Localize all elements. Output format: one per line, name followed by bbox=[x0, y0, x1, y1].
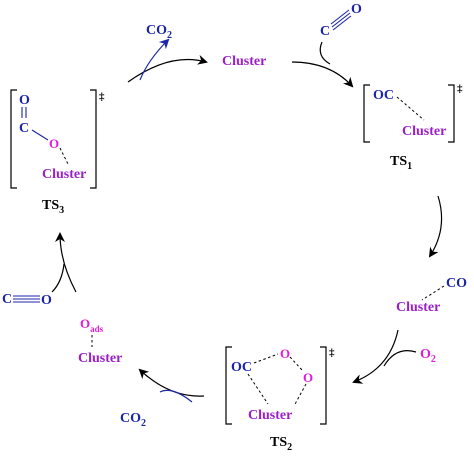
ts1-dagger: ‡ bbox=[457, 83, 463, 95]
svg-text:TS3: TS3 bbox=[42, 198, 64, 216]
ts3-cluster: Cluster bbox=[42, 167, 86, 182]
co-in-c: C bbox=[320, 24, 330, 39]
ts2-o1: O bbox=[280, 346, 290, 361]
ts3-o2: O bbox=[49, 136, 59, 151]
ts2-dagger: ‡ bbox=[329, 347, 335, 359]
co2-bottom-product: CO2 bbox=[120, 411, 146, 429]
svg-text:O2: O2 bbox=[420, 347, 436, 365]
svg-text:TS1: TS1 bbox=[390, 154, 412, 172]
ts3-label: TS bbox=[42, 198, 59, 213]
ts2-cluster: Cluster bbox=[248, 408, 292, 423]
o2-subscript: 2 bbox=[431, 354, 436, 365]
o2-incoming: O2 bbox=[420, 347, 436, 365]
co-adsorbed: CO Cluster bbox=[396, 276, 467, 315]
svg-text:Oads: Oads bbox=[80, 316, 104, 334]
co2-top-product: CO2 bbox=[146, 23, 172, 41]
ts1-complex: ‡ OC Cluster TS1 bbox=[363, 83, 463, 172]
ts2-complex: ‡ OC O O Cluster TS2 bbox=[225, 346, 335, 453]
o-ads-subscript: ads bbox=[90, 324, 104, 334]
ts3-dagger: ‡ bbox=[99, 91, 105, 103]
ts3-complex: ‡ O C O Cluster TS3 bbox=[10, 89, 105, 216]
ts3-c: C bbox=[19, 121, 29, 136]
arrow-oads-to-ts3 bbox=[55, 232, 77, 293]
ts3-o: O bbox=[19, 93, 30, 108]
arrow-ts3-to-cluster bbox=[127, 55, 208, 83]
arrow-co2-top-release bbox=[139, 38, 170, 81]
co-left-c: C bbox=[2, 292, 12, 307]
co-ads-cluster: Cluster bbox=[396, 300, 440, 315]
arrow-cluster-to-ts1 bbox=[291, 61, 354, 88]
arrow-ts1-to-co-ads bbox=[428, 195, 443, 258]
o-adsorbed: Oads Cluster bbox=[78, 316, 122, 366]
co2-bottom-subscript: 2 bbox=[141, 418, 146, 429]
ts2-subscript: 2 bbox=[287, 442, 292, 453]
co-incoming-left: C O bbox=[2, 292, 52, 308]
svg-text:TS2: TS2 bbox=[270, 435, 292, 453]
ts2-label: TS bbox=[270, 435, 287, 450]
ts3-subscript: 3 bbox=[59, 205, 64, 216]
ts2-o2: O bbox=[303, 370, 313, 385]
co-ads-text: CO bbox=[446, 276, 467, 291]
ts1-oc: OC bbox=[373, 88, 394, 103]
ts1-cluster: Cluster bbox=[402, 124, 446, 139]
arrow-ts2-to-oads bbox=[138, 368, 205, 397]
svg-text:CO2: CO2 bbox=[146, 23, 172, 41]
arrow-o2-in bbox=[383, 350, 417, 367]
co-left-o: O bbox=[41, 293, 52, 308]
ts1-label: TS bbox=[390, 154, 407, 169]
co2-top-subscript: 2 bbox=[167, 30, 172, 41]
arrow-co-ads-to-ts2 bbox=[352, 329, 399, 384]
o2-text: O bbox=[420, 347, 431, 362]
svg-text:CO2: CO2 bbox=[120, 411, 146, 429]
co2-top-text: CO bbox=[146, 23, 167, 38]
o-ads-cluster: Cluster bbox=[78, 351, 122, 366]
arrow-co2-bottom-release bbox=[159, 389, 193, 403]
co-in-o: O bbox=[351, 2, 362, 17]
o-ads-text: O bbox=[80, 316, 90, 331]
co-incoming-top: C O bbox=[320, 2, 362, 39]
ts1-subscript: 1 bbox=[407, 161, 412, 172]
arrow-co-in-left bbox=[51, 263, 65, 293]
co2-bottom-text: CO bbox=[120, 411, 141, 426]
ts2-oc: OC bbox=[231, 360, 252, 375]
cluster-top-label: Cluster bbox=[222, 54, 266, 69]
arrow-co-in-top bbox=[319, 41, 331, 65]
